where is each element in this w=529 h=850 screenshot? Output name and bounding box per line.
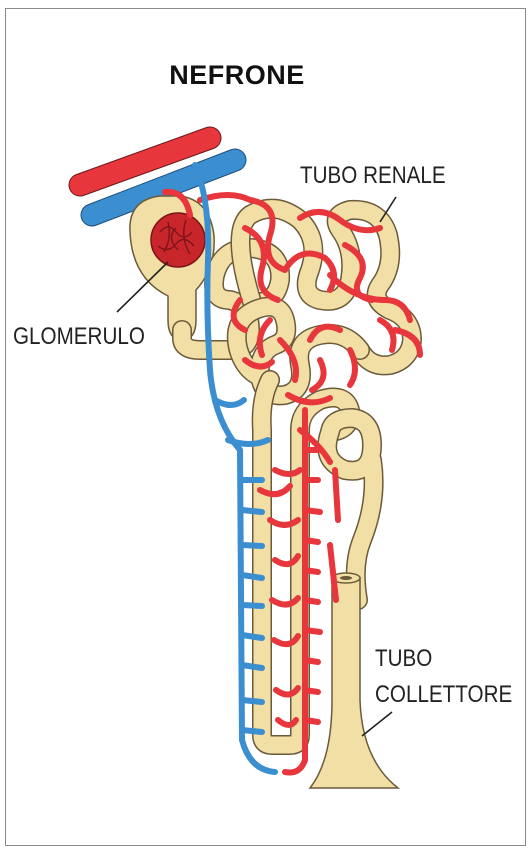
label-tubo-renale: TUBO RENALE xyxy=(300,161,446,191)
glomerulus xyxy=(151,213,205,267)
label-glomerulo: GLOMERULO xyxy=(13,322,145,352)
label-tubo-collettore-line1: TUBO xyxy=(375,644,432,674)
label-tubo-collettore-line2: COLLETTORE xyxy=(375,680,512,710)
tubo-collettore-leader xyxy=(362,712,392,736)
